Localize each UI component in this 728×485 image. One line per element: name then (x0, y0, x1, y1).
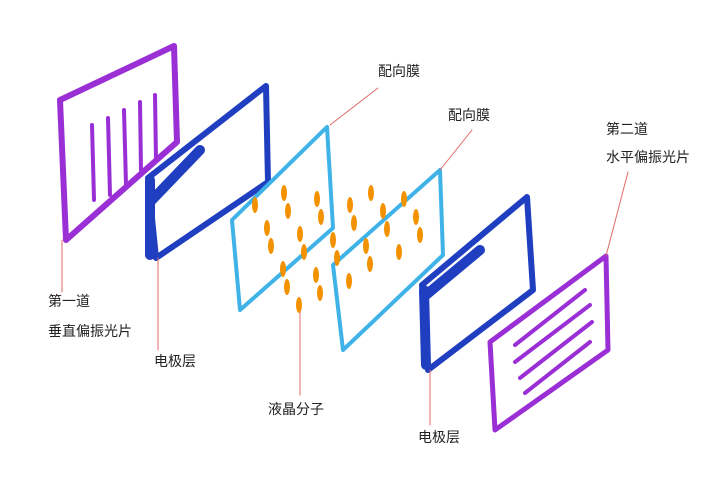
liquid-crystal-molecule (285, 203, 291, 219)
liquid-crystal-molecule (384, 221, 390, 237)
horizontal-polarizer (487, 253, 611, 433)
liquid-crystal-molecule (396, 244, 402, 260)
liquid-crystal-molecule (317, 285, 323, 301)
leader-polarizer-2 (605, 171, 629, 257)
electrode-layer-2 (419, 194, 536, 373)
label-alignment-film-1: 配向膜 (378, 64, 420, 80)
liquid-crystal-molecule (314, 191, 320, 207)
liquid-crystal-molecule (417, 227, 423, 243)
label-polarizer-1-line1: 第一道 (48, 294, 90, 310)
liquid-crystal-molecule (368, 185, 374, 201)
liquid-crystal-molecule (363, 238, 369, 254)
label-alignment-film-2: 配向膜 (448, 108, 490, 124)
label-electrode-2: 电极层 (418, 430, 460, 446)
liquid-crystal-molecule (334, 250, 340, 266)
leader-lines (61, 87, 629, 426)
liquid-crystal-molecule (301, 244, 307, 260)
liquid-crystal-molecule (297, 226, 303, 242)
label-electrode-1: 电极层 (154, 354, 196, 370)
label-polarizer-1-line2: 垂直偏振光片 (48, 324, 132, 340)
liquid-crystal-molecule (347, 197, 353, 213)
liquid-crystal-molecule (330, 232, 336, 248)
liquid-crystal-molecule (268, 238, 274, 254)
liquid-crystal-molecule (318, 209, 324, 225)
liquid-crystal-molecule (281, 185, 287, 201)
leader-alignment-film-2 (439, 129, 473, 171)
liquid-crystal-molecule (346, 273, 352, 289)
label-polarizer-2-line2: 水平偏振光片 (606, 150, 690, 166)
liquid-crystal-molecule (413, 209, 419, 225)
vertical-polarizer (57, 43, 180, 243)
liquid-crystal-molecule (264, 220, 270, 236)
electrode-layer-1 (145, 83, 271, 261)
alignment-film-1 (230, 125, 335, 312)
liquid-crystal-molecule (284, 279, 290, 295)
label-liquid-crystal: 液晶分子 (268, 402, 324, 418)
liquid-crystal-molecule (313, 267, 319, 283)
liquid-crystal-molecule (367, 256, 373, 272)
liquid-crystal-molecules (252, 185, 423, 313)
liquid-crystal-molecule (296, 297, 302, 313)
liquid-crystal-molecule (252, 197, 258, 213)
liquid-crystal-molecule (351, 215, 357, 231)
liquid-crystal-molecule (380, 203, 386, 219)
liquid-crystal-molecule (280, 261, 286, 277)
label-polarizer-2-line1: 第二道 (606, 122, 648, 138)
leader-alignment-film-1 (329, 87, 379, 126)
liquid-crystal-molecule (401, 191, 407, 207)
